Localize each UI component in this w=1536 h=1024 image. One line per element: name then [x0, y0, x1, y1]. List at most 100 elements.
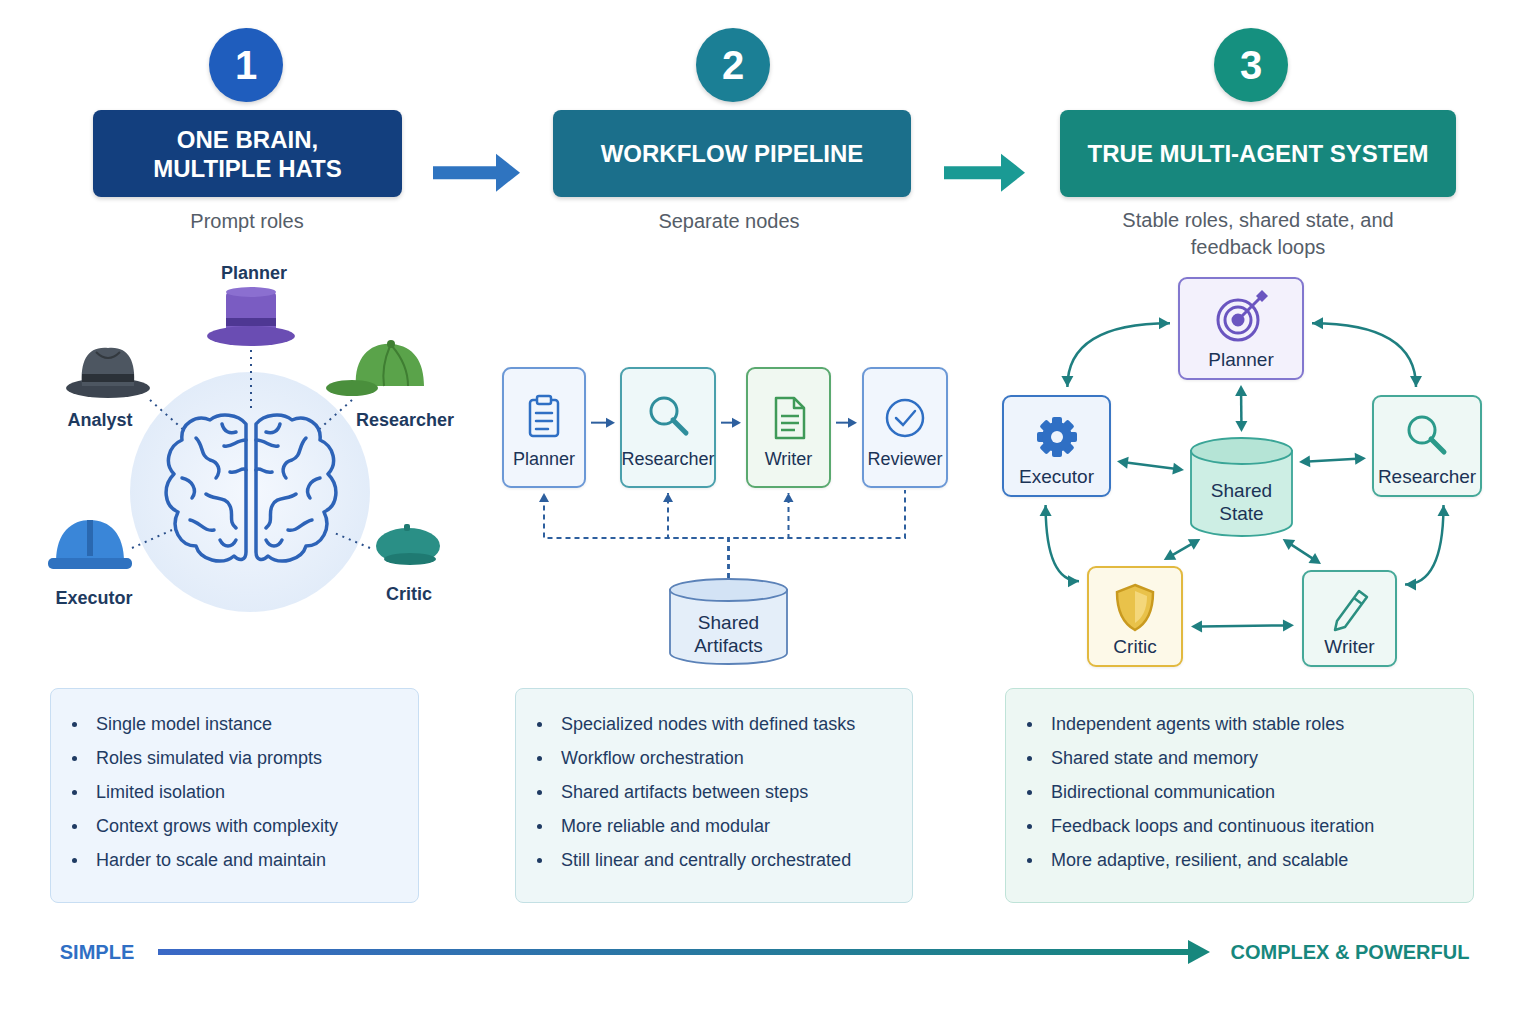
arrowhead [1235, 421, 1247, 432]
datastore-cylinder: Shared State [1190, 437, 1293, 537]
scale-label: COMPLEX & POWERFUL [1231, 941, 1470, 964]
info-panel: Single model instanceRoles simulated via… [50, 688, 419, 903]
agent-box: Critic [1087, 566, 1183, 667]
step-number: 3 [1214, 28, 1288, 102]
connector-line [1308, 459, 1356, 462]
bullet-item: Workflow orchestration [516, 741, 912, 775]
arrowhead [1410, 376, 1422, 387]
connector-line [1240, 394, 1243, 422]
bullet-item: Independent agents with stable roles [1006, 707, 1473, 741]
node-text: Researcher [1378, 466, 1476, 488]
connector [1405, 505, 1450, 591]
connector [944, 154, 1025, 192]
connector [729, 493, 794, 578]
hard-hat [48, 520, 132, 569]
arrowhead [539, 493, 549, 502]
connector [1312, 317, 1422, 387]
baseball-cap [326, 340, 424, 396]
arrowhead [1438, 505, 1450, 516]
arrowhead [1117, 457, 1129, 469]
cylinder-top [1191, 438, 1292, 464]
connector [539, 493, 729, 578]
pipeline-node: Writer [746, 367, 831, 488]
subtitle: Stable roles, shared state, and feedback… [1108, 207, 1408, 261]
arrowhead [663, 493, 673, 502]
connector-line [1046, 505, 1079, 581]
arrowhead [1172, 463, 1184, 475]
step-number: 1 [209, 28, 283, 102]
bullet-item: Harder to scale and maintain [51, 843, 418, 877]
arrowhead [1159, 317, 1170, 329]
stage-header: TRUE MULTI-AGENT SYSTEM [1060, 110, 1456, 197]
hat-label: Planner [221, 263, 287, 284]
node-text: WORKFLOW PIPELINE [601, 139, 864, 168]
bullet-item: Still linear and centrally orchestrated [516, 843, 912, 877]
node-text: ONE BRAIN, MULTIPLE HATS [128, 125, 368, 183]
fedora-hat [66, 348, 150, 398]
connector [729, 490, 906, 578]
connector-line [1291, 544, 1314, 559]
arrowhead [1164, 549, 1177, 560]
connector-line [1405, 505, 1444, 585]
connector-line [721, 422, 733, 424]
connector [1117, 457, 1184, 475]
arrowhead [1191, 620, 1202, 632]
bullet-item: Bidirectional communication [1006, 775, 1473, 809]
arrowhead [1001, 154, 1025, 192]
arrowhead [1355, 453, 1366, 465]
arrowhead [732, 418, 741, 428]
pipeline-node: Planner [502, 367, 586, 488]
subtitle: Separate nodes [658, 210, 799, 233]
bullet-item: Shared state and memory [1006, 741, 1473, 775]
complexity-scale-arrow [158, 940, 1210, 964]
node-text: Writer [765, 449, 813, 470]
hat-label: Critic [386, 584, 432, 605]
arrowhead [1283, 539, 1295, 550]
node-text: Executor [1019, 466, 1094, 488]
node-text: 2 [722, 43, 744, 88]
node-text: 1 [235, 43, 257, 88]
connector-line [544, 493, 729, 578]
node-text: Planner [1208, 349, 1274, 371]
arrowhead [1283, 619, 1294, 631]
bullet-item: More reliable and modular [516, 809, 912, 843]
datastore-cylinder: Shared Artifacts [669, 578, 788, 665]
connector-line [1312, 323, 1416, 387]
stage-header: ONE BRAIN, MULTIPLE HATS [93, 110, 402, 197]
node-text: Critic [1113, 636, 1156, 658]
bullet-item: Roles simulated via prompts [51, 741, 418, 775]
agent-box: Writer [1302, 570, 1397, 667]
connector [1283, 539, 1321, 564]
hat-label: Researcher [356, 410, 454, 431]
arrowhead [606, 418, 615, 428]
connector-line [668, 493, 729, 578]
arrowhead [784, 493, 794, 502]
arrowhead [1299, 455, 1310, 467]
arrowhead [1188, 539, 1201, 550]
agent-box: Executor [1002, 395, 1111, 497]
node-text: Planner [513, 449, 575, 470]
hat-label: Executor [55, 588, 132, 609]
bullet-item: Limited isolation [51, 775, 418, 809]
bullet-item: Context grows with complexity [51, 809, 418, 843]
connector [1235, 385, 1247, 432]
connector-line [1200, 625, 1284, 626]
connector-line [836, 422, 849, 424]
cylinder-top [670, 579, 787, 601]
connector-line [1172, 544, 1192, 556]
connector-line [729, 493, 789, 578]
info-panel: Specialized nodes with defined tasksWork… [515, 688, 913, 903]
connector-line [1126, 463, 1174, 469]
connector [1164, 539, 1201, 560]
top-hat [207, 287, 295, 346]
stage-header: WORKFLOW PIPELINE [553, 110, 911, 197]
bullet-item: Feedback loops and continuous iteration [1006, 809, 1473, 843]
pipeline-node: Reviewer [862, 367, 948, 488]
node-text: Reviewer [867, 449, 942, 470]
node-text: Shared State [1199, 479, 1285, 525]
connector [1299, 453, 1366, 468]
step-number: 2 [696, 28, 770, 102]
connector-line [944, 166, 1005, 179]
connector [1191, 619, 1294, 632]
beret-hat [376, 524, 440, 565]
